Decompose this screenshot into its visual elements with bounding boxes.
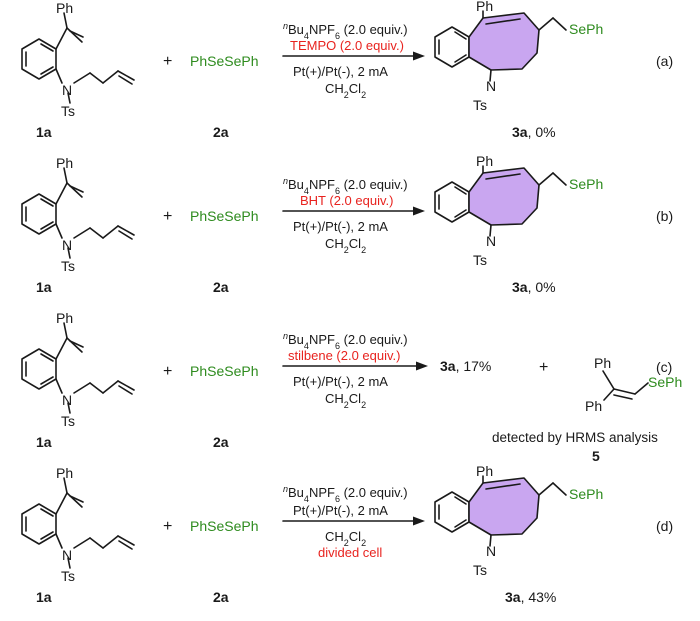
label-2a: 2a <box>213 434 229 450</box>
prod-ph-label: Ph <box>476 0 493 14</box>
plus-sign-2: + <box>539 359 548 376</box>
condition-salt: nBu4NPF6 (2.0 equiv.) <box>283 331 408 351</box>
prod-seph-label: SePh <box>569 21 603 37</box>
prod-seph-label: SePh <box>569 176 603 192</box>
row-c: Ph N Ts + PhSeSePh nBu4NPF6 (2.0 equiv.)… <box>21 310 682 464</box>
plus-sign: + <box>163 363 172 380</box>
condition-salt: nBu4NPF6 (2.0 equiv.) <box>283 176 408 196</box>
condition-additive: TEMPO (2.0 equiv.) <box>290 38 404 53</box>
condition-solvent: CH2Cl2 <box>325 236 366 255</box>
entry-tag: (a) <box>656 53 673 69</box>
condition-additive: stilbene (2.0 equiv.) <box>288 348 401 363</box>
label-2a: 2a <box>213 279 229 295</box>
product-3a-structure <box>434 475 567 547</box>
label-2a: 2a <box>213 124 229 140</box>
plus-sign: + <box>163 518 172 535</box>
condition-solvent: CH2Cl2 <box>325 529 366 548</box>
byp-seph-label: SePh <box>648 374 682 390</box>
prod-seph-label: SePh <box>569 486 603 502</box>
sm-n-label: N <box>62 547 72 563</box>
sm-ts-label: Ts <box>61 103 75 119</box>
reaction-arrow <box>416 361 428 371</box>
prod-ts-label: Ts <box>473 562 487 578</box>
row-a: Ph N Ts + PhSeSePh nBu4NPF6 (2.0 equiv.)… <box>21 0 673 140</box>
condition-additive: BHT (2.0 equiv.) <box>300 193 393 208</box>
sm-ph-label: Ph <box>56 465 73 481</box>
product-yield: 3a, 17% <box>440 358 491 374</box>
byproduct-5-structure <box>602 370 649 401</box>
condition-electrodes: Pt(+)/Pt(-), 2 mA <box>293 503 388 518</box>
condition-solvent: CH2Cl2 <box>325 391 366 410</box>
condition-electrodes: Pt(+)/Pt(-), 2 mA <box>293 64 388 79</box>
condition-divided-cell: divided cell <box>318 545 382 560</box>
sm-ph-label: Ph <box>56 0 73 16</box>
sm-ph-label: Ph <box>56 310 73 326</box>
row-b: Ph N Ts + PhSeSePh nBu4NPF6 (2.0 equiv.)… <box>21 153 673 295</box>
entry-tag: (b) <box>656 208 673 224</box>
sm-n-label: N <box>62 82 72 98</box>
starting-material-1a-structure <box>21 12 135 104</box>
byp-ph-bottom-label: Ph <box>585 398 602 414</box>
reagent-2a-text: PhSeSePh <box>190 363 259 379</box>
condition-electrodes: Pt(+)/Pt(-), 2 mA <box>293 219 388 234</box>
hrms-note: detected by HRMS analysis <box>492 430 658 445</box>
reagent-2a-text: PhSeSePh <box>190 208 259 224</box>
condition-salt: nBu4NPF6 (2.0 equiv.) <box>283 21 408 41</box>
entry-tag: (d) <box>656 518 673 534</box>
byp-ph-top-label: Ph <box>594 355 611 371</box>
condition-solvent: CH2Cl2 <box>325 81 366 100</box>
prod-ts-label: Ts <box>473 97 487 113</box>
reagent-2a-text: PhSeSePh <box>190 53 259 69</box>
condition-electrodes: Pt(+)/Pt(-), 2 mA <box>293 374 388 389</box>
prod-n-label: N <box>486 78 496 94</box>
product-3a-structure <box>434 10 567 82</box>
prod-n-label: N <box>486 543 496 559</box>
plus-sign: + <box>163 208 172 225</box>
product-3a-structure <box>434 165 567 237</box>
prod-n-label: N <box>486 233 496 249</box>
label-1a: 1a <box>36 589 52 605</box>
sm-ts-label: Ts <box>61 258 75 274</box>
label-1a: 1a <box>36 434 52 450</box>
starting-material-1a-structure <box>21 167 135 259</box>
sm-n-label: N <box>62 237 72 253</box>
prod-ph-label: Ph <box>476 463 493 479</box>
row-d: Ph N Ts + PhSeSePh nBu4NPF6 (2.0 equiv.)… <box>21 463 673 605</box>
starting-material-1a-structure <box>21 322 135 414</box>
entry-tag: (c) <box>656 359 672 375</box>
starting-material-1a-structure <box>21 477 135 569</box>
label-5: 5 <box>592 448 600 464</box>
sm-n-label: N <box>62 392 72 408</box>
product-yield: 3a, 0% <box>512 279 556 295</box>
label-1a: 1a <box>36 279 52 295</box>
label-1a: 1a <box>36 124 52 140</box>
prod-ts-label: Ts <box>473 252 487 268</box>
condition-salt: nBu4NPF6 (2.0 equiv.) <box>283 484 408 504</box>
label-2a: 2a <box>213 589 229 605</box>
product-yield: 3a, 43% <box>505 589 556 605</box>
product-yield: 3a, 0% <box>512 124 556 140</box>
reagent-2a-text: PhSeSePh <box>190 518 259 534</box>
prod-ph-label: Ph <box>476 153 493 169</box>
sm-ph-label: Ph <box>56 155 73 171</box>
sm-ts-label: Ts <box>61 413 75 429</box>
plus-sign: + <box>163 53 172 70</box>
sm-ts-label: Ts <box>61 568 75 584</box>
